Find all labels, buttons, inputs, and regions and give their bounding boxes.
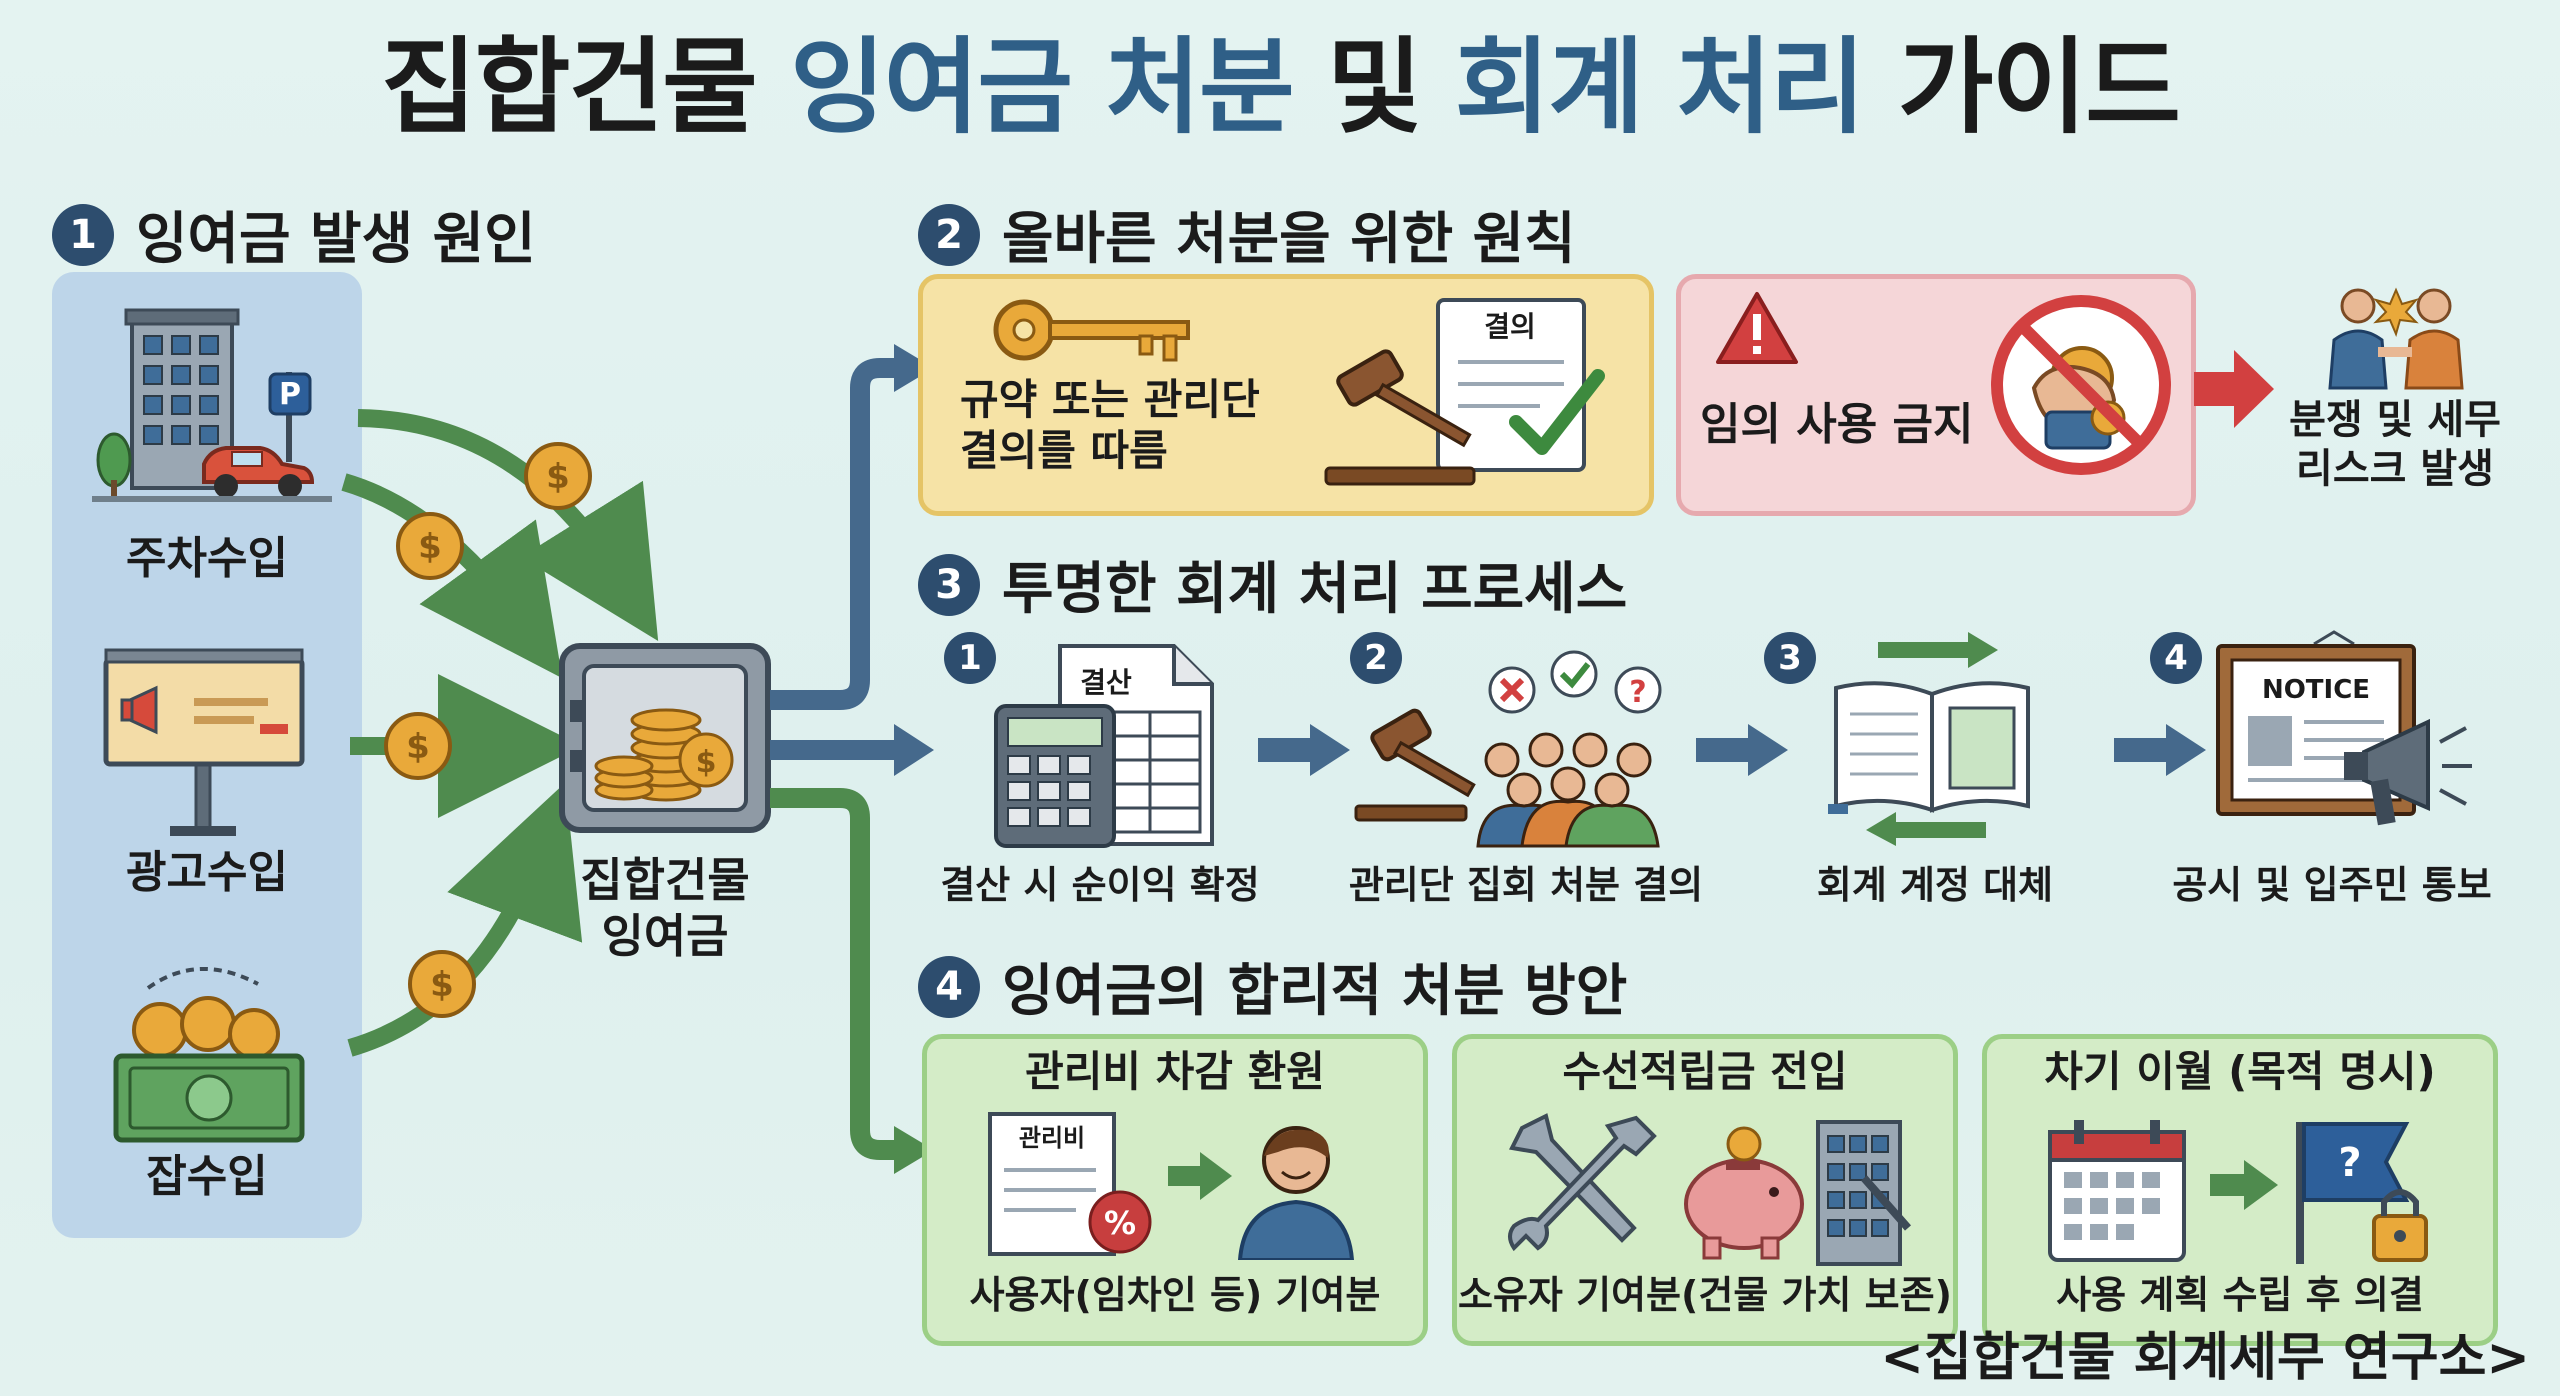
step4-label: 공시 및 입주민 통보 [2172,863,2492,907]
outflow-arrows [770,344,934,1174]
settlement-doc-label: 결산 [1080,666,1132,699]
fee-doc-label: 관리비 [1019,1124,1085,1152]
section4-title: 잉여금의 합리적 처분 방안 [1002,959,1628,1024]
svg-text:$: $ [546,457,570,497]
step4-number: 4 [2150,632,2202,684]
step1-number: 1 [944,632,996,684]
resolution-doc-label: 결의 [1484,310,1536,343]
discount-badge: % [1104,1204,1136,1242]
svg-text:$: $ [418,527,442,567]
section1-header: 1 잉여금 발생 원인 [52,194,536,275]
source-misc-label: 잡수입 [146,1151,268,1202]
carryover-plan-icon: ? [2048,1120,2428,1264]
option-refund-caption: 사용자(임차인 등) 기여분 [969,1273,1381,1317]
key-icon [993,299,1190,362]
section2-number: 2 [918,203,980,266]
dispute-icon [2328,287,2464,390]
gavel-resolution-icon: 결의 [1324,298,1605,486]
billboard-icon [103,648,305,836]
section1-title: 잉여금 발생 원인 [136,207,536,272]
notice-board-icon: NOTICE [2216,630,2472,826]
risk-text: 분쟁 및 세무 리스크 발생 [2289,397,2501,492]
carryover-flag-mark: ? [2338,1140,2361,1186]
source-ad-label: 광고수입 [126,847,288,898]
section3-title: 투명한 회계 처리 프로세스 [1002,557,1628,622]
section3-number: 3 [918,553,980,616]
publisher-credit: <집합건물 회계세무 연구소> [1880,1328,2530,1388]
step2-number: 2 [1350,632,1402,684]
section4-header: 4 잉여금의 합리적 처분 방안 [918,946,1627,1027]
safe-label-text: 집합건물 잉여금 [580,853,750,964]
repair-savings-icon [1508,1113,1912,1266]
assembly-vote-icon: ? [1354,650,1662,848]
parking-building-icon: P [92,308,332,502]
section1-number: 1 [52,203,114,266]
cash-coins-icon [113,967,305,1143]
option-refund-title: 관리비 차감 환원 [1025,1047,1325,1096]
section2-title: 올바른 처분을 위한 원칙 [1002,207,1576,272]
step2-label: 관리단 집회 처분 결의 [1348,863,1704,907]
option-reserve-caption: 소유자 기여분(건물 가치 보존) [1458,1273,1952,1317]
source-parking-label: 주차수입 [126,533,288,584]
page-title: 집합건물 잉여금 처분 및 회계 처리 가이드 [381,26,2181,148]
section3-header: 3 투명한 회계 처리 프로세스 [918,544,1627,625]
step-arrow-2 [1696,724,1788,776]
section2-header: 2 올바른 처분을 위한 원칙 [918,194,1576,275]
notice-label: NOTICE [2262,675,2370,705]
safe-icon: $ [559,643,771,833]
svg-text:$: $ [406,727,430,767]
risk-arrow [2194,350,2274,428]
option-carryover-caption: 사용 계획 수립 후 의결 [2056,1273,2424,1317]
inflow-arrows: $ $ $ $ [341,409,659,1057]
account-transfer-icon [1828,632,2030,846]
step1-label: 결산 시 순이익 확정 [940,863,1260,907]
no-misuse-icon [1991,295,2171,475]
option-carryover-title: 차기 이월 (목적 명시) [2044,1047,2436,1096]
step3-label: 회계 계정 대체 [1816,863,2054,907]
safe-label: 집합건물 잉여금 [544,852,786,964]
svg-text:$: $ [696,745,717,780]
step-arrow-3 [2114,724,2206,776]
svg-text:$: $ [430,965,454,1005]
option-reserve-title: 수선적립금 전입 [1562,1047,1848,1096]
step3-number: 3 [1764,632,1816,684]
warning-icon [1716,292,1798,364]
prohibit-text: 임의 사용 금지 [1700,399,1974,450]
step-arrow-1 [1258,724,1350,776]
section4-number: 4 [918,955,980,1018]
settlement-calc-icon: 결산 [994,644,1214,848]
parking-sign-letter: P [279,377,301,412]
rule-text: 규약 또는 관리단 결의를 따름 [960,375,1260,476]
fee-refund-icon: 관리비 % [988,1112,1355,1260]
svg-text:?: ? [1629,675,1646,710]
